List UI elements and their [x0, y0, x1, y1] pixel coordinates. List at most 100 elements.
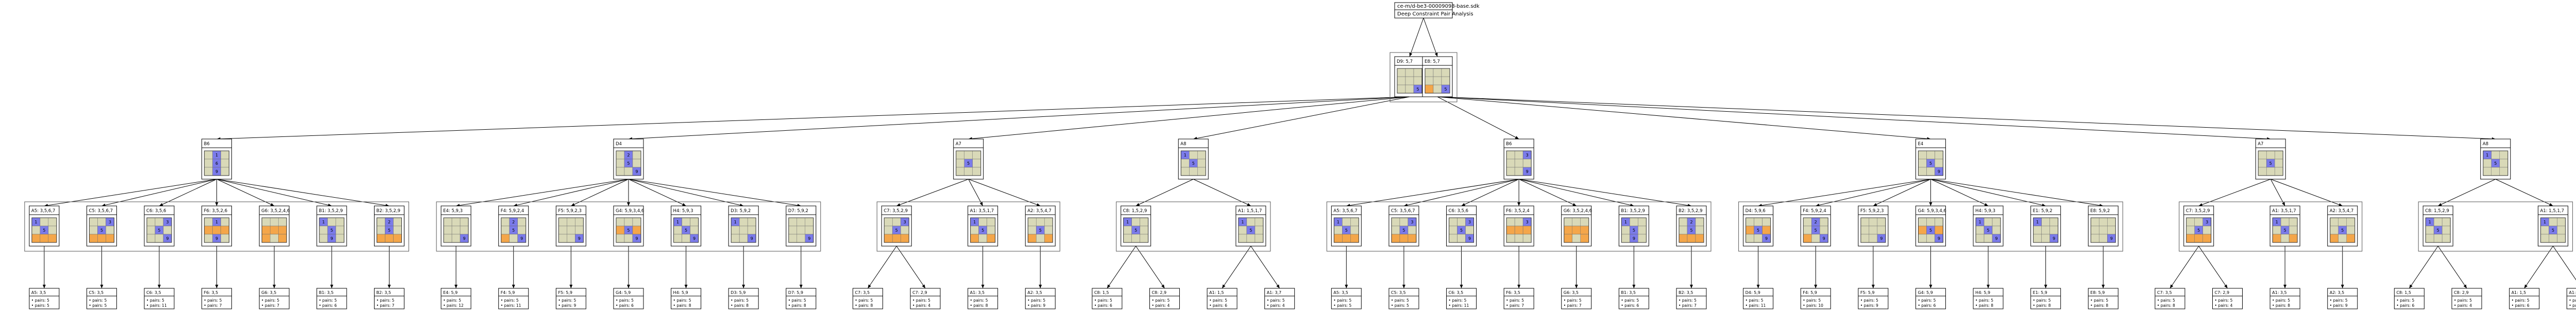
leaf-node-5-1-0[interactable]: F4: 5,9• pairs: 5• pairs: 10: [1800, 288, 1831, 309]
child-node-1-2[interactable]: F5: 5,9,2,39: [555, 205, 586, 247]
child-node-7-1[interactable]: A1: 1,5,1,715: [2537, 205, 2568, 247]
leaf-node-6-0-1[interactable]: C7: 2,9• pairs: 5• pairs: 4: [2212, 288, 2243, 309]
leaf-node-5-2-0[interactable]: F5: 5,9• pairs: 5• pairs: 9: [1858, 288, 1889, 309]
child-node-7-0[interactable]: C8: 1,5,2,915: [2422, 205, 2453, 247]
leaf-node-6-0-0[interactable]: C7: 3,5• pairs: 5• pairs: 8: [2155, 288, 2185, 309]
child-node-4-0[interactable]: A5: 3,5,6,715: [1331, 205, 1362, 247]
leaf-node-5-0-0[interactable]: D4: 5,9• pairs: 5• pairs: 11: [1743, 288, 1774, 309]
level1-node-1[interactable]: E8: 5,75: [1422, 56, 1453, 97]
child-node-2-1[interactable]: A1: 3,5,1,715: [968, 205, 998, 247]
child-node-2-2[interactable]: A2: 3,5,4,75: [1025, 205, 1056, 247]
leaf-node-5-5-0[interactable]: E1: 5,9• pairs: 5• pairs: 8: [2030, 288, 2061, 309]
leaf-node-4-6-0[interactable]: B2: 3,5• pairs: 5• pairs: 7: [1676, 288, 1707, 309]
group-node-2[interactable]: A75: [953, 138, 984, 180]
leaf-node-2-2-0[interactable]: A2: 3,5• pairs: 5• pairs: 9: [1025, 288, 1056, 309]
leaf-node-0-2-0[interactable]: C6: 3,5• pairs: 5• pairs: 11: [144, 288, 175, 309]
child-node-4-3[interactable]: F6: 3,5,2,43: [1503, 205, 1534, 247]
leaf-node-4-4-0[interactable]: G6: 3,5• pairs: 5• pairs: 7: [1561, 288, 1592, 309]
child-node-1-6[interactable]: D7: 5,9,29: [786, 205, 817, 247]
leaf-node-1-4-0[interactable]: H4: 5,9• pairs: 5• pairs: 8: [671, 288, 702, 309]
child-node-0-3[interactable]: F6: 3,5,2,619: [201, 205, 232, 247]
child-node-6-0[interactable]: C7: 3,5,2,935: [2183, 205, 2214, 247]
leaf-node-5-3-0[interactable]: G4: 5,9• pairs: 5• pairs: 6: [1915, 288, 1946, 309]
leaf-node-0-1-0[interactable]: C5: 3,5• pairs: 5• pairs: 5: [86, 288, 117, 309]
child-node-4-6-label: B2: 3,5,2,9: [1679, 209, 1703, 214]
child-node-5-0[interactable]: D4: 5,9,659: [1743, 205, 1774, 247]
root-node[interactable]: ce-m/d-be3-00009098-base.sdk Deep Constr…: [1394, 2, 1480, 19]
leaf-node-3-0-1[interactable]: C8: 2,9• pairs: 5• pairs: 4: [1149, 288, 1180, 309]
leaf-node-4-1-0[interactable]: C5: 3,5• pairs: 5• pairs: 5: [1388, 288, 1419, 309]
child-node-5-5[interactable]: E1: 5,9,219: [2030, 205, 2061, 247]
leaf-node-1-2-0[interactable]: F5: 5,9• pairs: 5• pairs: 9: [555, 288, 586, 309]
leaf-node-4-2-0[interactable]: C6: 3,5• pairs: 5• pairs: 11: [1446, 288, 1477, 309]
leaf-node-3-1-1[interactable]: A1: 3,7• pairs: 5• pairs: 4: [1264, 288, 1295, 309]
leaf-node-3-0-0-title: C8: 1,5: [1094, 290, 1109, 295]
edge-arrowhead: [2102, 285, 2105, 288]
leaf-node-7-1-0[interactable]: A1: 1,5• pairs: 5• pairs: 6: [2509, 288, 2540, 309]
child-node-1-0[interactable]: E4: 5,9,39: [440, 205, 471, 247]
child-node-5-2[interactable]: F5: 5,9,2,39: [1858, 205, 1889, 247]
child-node-2-0[interactable]: C7: 3,5,2,935: [881, 205, 912, 247]
child-node-1-5[interactable]: D3: 5,9,219: [728, 205, 759, 247]
leaf-node-0-4-0[interactable]: G6: 3,5• pairs: 5• pairs: 7: [259, 288, 290, 309]
leaf-node-1-5-0[interactable]: D3: 5,9• pairs: 5• pairs: 8: [728, 288, 759, 309]
leaf-node-0-0-0[interactable]: A5: 3,5• pairs: 5• pairs: 5: [29, 288, 60, 309]
leaf-node-4-3-0[interactable]: F6: 3,5• pairs: 5• pairs: 7: [1503, 288, 1534, 309]
child-node-5-3[interactable]: G4: 5,9,3,4,659: [1915, 205, 1946, 247]
grid-cell: [262, 225, 270, 235]
child-node-5-6[interactable]: E8: 5,9,29: [2088, 205, 2119, 247]
leaf-node-2-0-1[interactable]: C7: 2,9• pairs: 5• pairs: 4: [910, 288, 941, 309]
child-node-4-6[interactable]: B2: 3,5,2,925: [1676, 205, 1707, 247]
leaf-node-0-3-0[interactable]: F6: 3,5• pairs: 5• pairs: 7: [201, 288, 232, 309]
leaf-node-1-1-0[interactable]: F4: 5,9• pairs: 5• pairs: 11: [498, 288, 529, 309]
leaf-node-0-6-0[interactable]: B2: 3,5• pairs: 5• pairs: 7: [374, 288, 404, 309]
leaf-node-7-0-1[interactable]: C8: 2,9• pairs: 5• pairs: 4: [2451, 288, 2482, 309]
leaf-node-4-5-0[interactable]: B1: 3,5• pairs: 5• pairs: 6: [1618, 288, 1649, 309]
child-node-1-3[interactable]: G4: 5,9,3,4,659: [613, 205, 644, 247]
child-node-6-1[interactable]: A1: 3,5,1,715: [2269, 205, 2300, 247]
child-node-3-1[interactable]: A1: 1,5,1,715: [1235, 205, 1266, 247]
child-node-3-0[interactable]: C8: 1,5,2,915: [1121, 205, 1151, 247]
child-node-6-2[interactable]: A2: 3,5,4,75: [2327, 205, 2358, 247]
leaf-node-5-6-0-line: • pairs: 8: [2090, 303, 2108, 308]
leaf-node-7-1-1[interactable]: A1: 3,7• pairs: 5• pairs: 4: [2566, 288, 2576, 309]
leaf-node-6-2-0[interactable]: A2: 3,5• pairs: 5• pairs: 9: [2327, 288, 2358, 309]
child-node-0-1[interactable]: C5: 3,5,6,735: [86, 205, 117, 247]
leaf-node-4-0-0[interactable]: A5: 3,5• pairs: 5• pairs: 5: [1331, 288, 1362, 309]
leaf-node-5-4-0[interactable]: H4: 5,9• pairs: 5• pairs: 8: [1973, 288, 2004, 309]
grid-cell: [155, 217, 164, 227]
leaf-node-1-4-0-box: [671, 288, 702, 309]
child-node-0-0[interactable]: A5: 3,5,6,715: [29, 205, 60, 247]
leaf-node-3-1-0[interactable]: A1: 1,5• pairs: 5• pairs: 6: [1207, 288, 1238, 309]
leaf-node-1-0-0[interactable]: E4: 5,9• pairs: 5• pairs: 12: [440, 288, 471, 309]
leaf-node-2-1-0[interactable]: A1: 3,5• pairs: 5• pairs: 8: [968, 288, 998, 309]
leaf-node-6-1-0[interactable]: A1: 3,5• pairs: 5• pairs: 8: [2269, 288, 2300, 309]
leaf-node-7-0-0[interactable]: C8: 1,5• pairs: 5• pairs: 6: [2394, 288, 2425, 309]
child-node-4-1[interactable]: C5: 3,5,6,735: [1388, 205, 1419, 247]
leaf-node-3-0-0[interactable]: C8: 1,5• pairs: 5• pairs: 6: [1092, 288, 1123, 309]
group-node-6[interactable]: A75: [2255, 138, 2286, 180]
leaf-node-1-3-0[interactable]: G4: 5,9• pairs: 5• pairs: 6: [613, 288, 644, 309]
leaf-node-1-6-0[interactable]: D7: 5,9• pairs: 5• pairs: 8: [786, 288, 817, 309]
child-node-4-4[interactable]: G6: 3,5,2,4,6: [1561, 205, 1592, 247]
level1-node-0[interactable]: D9: 5,75: [1394, 56, 1425, 97]
leaf-node-2-0-0[interactable]: C7: 3,5• pairs: 5• pairs: 8: [852, 288, 883, 309]
leaf-node-0-5-0[interactable]: B1: 3,5• pairs: 5• pairs: 6: [316, 288, 347, 309]
child-node-0-6[interactable]: B2: 3,5,2,925: [374, 205, 404, 247]
leaf-node-5-6-0[interactable]: E8: 5,9• pairs: 5• pairs: 8: [2088, 288, 2119, 309]
child-node-0-4[interactable]: G6: 3,5,2,4,6: [259, 205, 290, 247]
